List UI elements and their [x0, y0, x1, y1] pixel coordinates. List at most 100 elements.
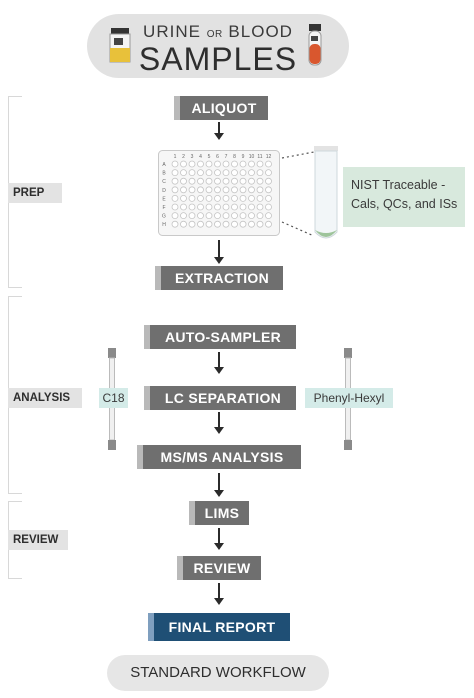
plate-well — [256, 169, 264, 177]
step-lc-separation: LC SEPARATION — [144, 386, 296, 410]
plate-well — [222, 212, 230, 219]
plate-column-label: 8 — [233, 154, 236, 160]
plate-well — [205, 169, 213, 177]
plate-well — [256, 186, 264, 194]
plate-well — [205, 220, 213, 228]
plate-well — [188, 177, 196, 185]
step-review: REVIEW — [177, 556, 261, 580]
arrow-line — [218, 240, 220, 258]
plate-well — [180, 177, 187, 185]
dotted-connector — [281, 151, 315, 237]
arrow-down-icon — [214, 490, 224, 497]
plate-well — [205, 160, 213, 168]
header-or: OR — [206, 29, 223, 40]
blood-tube-icon — [308, 24, 322, 66]
plate-well — [205, 186, 213, 194]
nist-standards-tag: NIST Traceable - Cals, QCs, and ISs — [343, 167, 465, 227]
plate-well — [265, 160, 272, 168]
arrow-line — [218, 412, 220, 428]
plate-well — [214, 160, 221, 168]
plate-well — [256, 160, 264, 168]
arrow-line — [218, 352, 220, 368]
plate-well — [239, 195, 247, 202]
plate-well — [239, 186, 247, 194]
plate-well — [256, 220, 264, 228]
arrow-down-icon — [214, 257, 224, 264]
plate-row-label: H — [162, 222, 166, 228]
column-tag-phenyl-hexyl: Phenyl-Hexyl — [305, 388, 393, 408]
plate-well — [197, 177, 204, 185]
plate-well — [171, 169, 179, 177]
arrow-down-icon — [214, 598, 224, 605]
plate-well — [188, 203, 196, 211]
plate-well — [239, 169, 247, 177]
stage-label-review: REVIEW — [8, 530, 68, 550]
plate-well — [214, 169, 221, 177]
plate-column-label: 1 — [174, 154, 177, 160]
plate-row-label: E — [162, 196, 166, 202]
plate-well — [231, 212, 238, 219]
plate-well — [222, 186, 230, 194]
plate-well — [265, 177, 272, 185]
header-urine: URINE — [143, 22, 201, 41]
step-lims: LIMS — [189, 501, 249, 525]
step-auto-sampler: AUTO-SAMPLER — [144, 325, 296, 349]
plate-well — [248, 203, 255, 211]
plate-well — [197, 212, 204, 219]
plate-well — [188, 186, 196, 194]
plate-well — [248, 160, 255, 168]
plate-well — [188, 220, 196, 228]
header-blood: BLOOD — [228, 22, 293, 41]
plate-well — [214, 203, 221, 211]
plate-column-label: 7 — [225, 154, 228, 160]
plate-well — [222, 169, 230, 177]
plate-column-label: 5 — [208, 154, 211, 160]
plate-well — [256, 177, 264, 185]
plate-well — [239, 203, 247, 211]
plate-well — [180, 186, 187, 194]
stage-label-prep: PREP — [8, 183, 62, 203]
plate-well — [188, 195, 196, 202]
plate-well — [265, 169, 272, 177]
plate-well — [180, 212, 187, 219]
plate-well — [197, 203, 204, 211]
plate-well — [197, 186, 204, 194]
header-pill: URINE OR BLOOD SAMPLES — [87, 14, 349, 78]
plate-well — [231, 177, 238, 185]
plate-column-label: 4 — [199, 154, 202, 160]
plate-well — [197, 160, 204, 168]
plate-column-label: 2 — [182, 154, 185, 160]
plate-well — [205, 177, 213, 185]
step-final-report: FINAL REPORT — [148, 613, 290, 641]
plate-well — [180, 169, 187, 177]
plate-well — [239, 212, 247, 219]
plate-column-label: 3 — [191, 154, 194, 160]
arrow-down-icon — [214, 367, 224, 374]
plate-row-label: D — [162, 188, 166, 194]
arrow-line — [218, 528, 220, 544]
arrow-line — [218, 473, 220, 491]
arrow-down-icon — [214, 427, 224, 434]
plate-well — [180, 203, 187, 211]
plate-row-label: G — [162, 214, 166, 220]
plate-well — [205, 203, 213, 211]
plate-well — [222, 220, 230, 228]
plate-well — [231, 203, 238, 211]
column-tag-c18: C18 — [99, 388, 128, 408]
plate-well — [205, 195, 213, 202]
plate-well — [197, 195, 204, 202]
plate-well — [197, 220, 204, 228]
plate-well — [248, 177, 255, 185]
standards-tube-icon — [314, 146, 338, 239]
step-extraction: EXTRACTION — [155, 266, 283, 290]
stage-label-analysis: ANALYSIS — [8, 388, 82, 408]
plate-column-label: 9 — [242, 154, 245, 160]
plate-column-label: 10 — [249, 154, 255, 160]
plate-well — [256, 212, 264, 219]
plate-well — [214, 212, 221, 219]
plate-well — [222, 203, 230, 211]
plate-well — [180, 160, 187, 168]
plate-row-label: F — [162, 205, 165, 211]
plate-well — [171, 177, 179, 185]
